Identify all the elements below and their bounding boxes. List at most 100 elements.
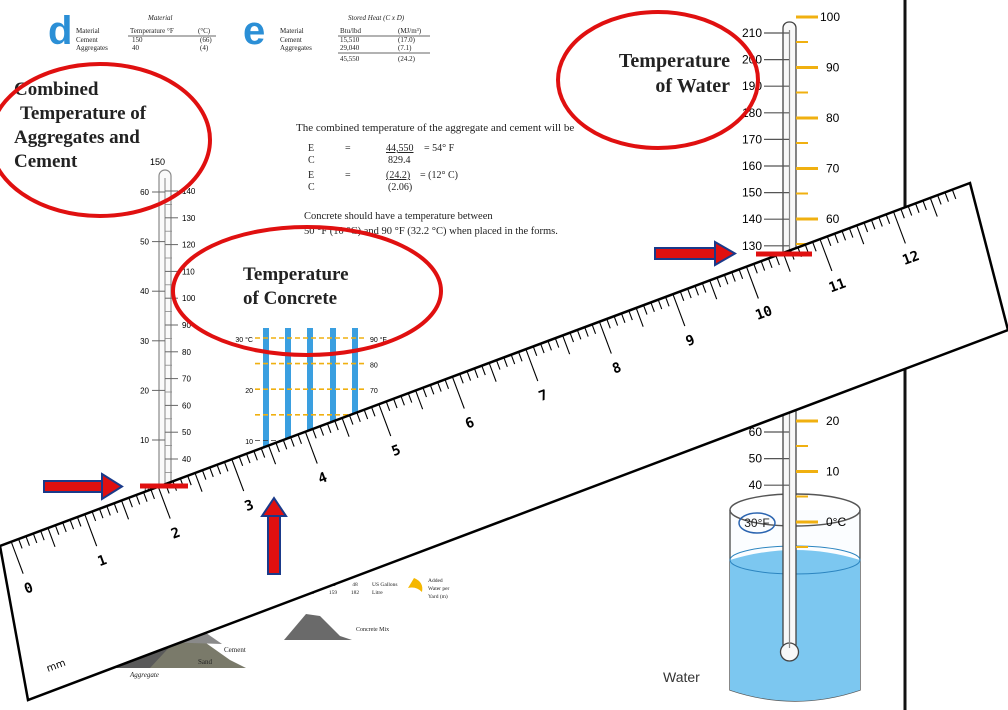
ruler-tick [473,368,479,379]
ruler-tick [878,216,883,227]
ruler-tick [290,437,295,447]
table-d: d Material Material Temperature °F (°C) … [48,9,216,53]
ruler-tick [223,461,229,472]
table-e-r1c1: Cement [280,36,302,44]
ruler-tick [944,192,949,202]
ruler-tick [650,302,655,312]
ruler-tick [753,263,758,274]
left-f-label: 50 [182,428,191,437]
left-f-label: 80 [182,348,191,357]
water-c-label: 100 [820,10,840,24]
arrow-combined-icon [43,472,124,501]
concrete-l-5: 182 [351,590,360,596]
legend-line-1: Added [428,578,443,584]
table-e-r3c3: (24.2) [398,55,416,63]
concrete-f-label: 80 [370,363,378,370]
ruler-tick [363,409,369,420]
ruler-tick [378,404,392,437]
ruler-tick [532,346,538,357]
water-c-label: 10 [826,465,840,479]
calculation-block: The combined temperature of the aggregat… [296,122,574,237]
calc-l1-c: 44,550 [386,143,414,154]
ruler-tick [606,318,611,329]
sand-label: Sand [198,658,213,666]
ruler-tick [870,219,876,230]
left-f-label: 110 [182,267,195,276]
ruler-tick [554,338,560,348]
concrete-highlight-circle [171,225,443,357]
calc-intro: The combined temperature of the aggregat… [296,122,574,134]
ruler-tick [451,376,465,409]
ruler-tick [892,211,906,244]
ruler-tick [216,464,222,475]
table-d-letter: d [48,9,72,53]
concrete-label-line-2: of Concrete [243,288,337,309]
ruler-tick [18,538,23,549]
calc-l3-c: (24.2) [386,170,410,181]
ruler-tick [488,362,497,382]
calc-l1-a: E [308,143,314,154]
left-f-label: 40 [182,455,191,464]
left-f-label: 130 [182,214,196,223]
water-beaker-label: Water [663,669,700,685]
ruler-tick [47,527,56,547]
ruler-tick [863,222,869,233]
table-e-col-2: Btu/lbd [340,27,362,35]
ruler-tick [128,497,133,508]
ruler-tick [709,280,718,300]
water-drop-icon [408,578,423,592]
ruler-tick [951,189,957,200]
table-e-header-top: Stored Heat (C x D) [348,14,405,22]
ruler-tick [760,260,766,271]
ruler-tick [429,384,435,395]
table-e-letter: e [243,9,265,53]
calc-note-1: Concrete should have a temperature betwe… [304,211,493,222]
left-f-label: 100 [182,294,196,303]
ruler-tick [187,475,192,486]
ruler-tick [635,307,644,327]
left-c-label: 30 [140,337,149,346]
ruler-tick [885,214,891,224]
ruler-tick [495,360,501,370]
ruler-tick [422,387,427,398]
ruler-body[interactable] [0,181,1008,702]
left-thermo-top-label: 150 [150,157,165,167]
ruler-tick [628,310,633,321]
ruler-tick [907,205,913,216]
calc-note-2: 50 °F (10 °C) and 90 °F (32.2 °C) when p… [304,226,558,237]
table-e-r1c2: 15,510 [340,36,360,44]
reading-markers [43,240,812,575]
table-d-r2c2: 40 [132,44,140,52]
ruler-tick [348,415,354,425]
table-d-r1c2: 150 [132,36,143,44]
ruler-tick [591,324,597,334]
ruler-tick [767,258,773,268]
arrow-water-icon [654,240,738,267]
water-f-label: 60 [749,425,763,439]
water-f-label: 40 [749,478,763,492]
ruler-tick [268,445,277,465]
table-e: e Stored Heat (C x D) Material Btu/lbd (… [243,9,430,63]
calc-l3-d: = (12° C) [420,170,458,181]
ruler-tick [415,390,424,410]
ruler-tick [312,428,317,439]
table-d-r1c1: Cement [76,36,98,44]
ruler-tick [518,351,523,362]
left-c-label: 50 [140,238,149,247]
water-f-label: 150 [742,186,762,200]
table-e-r2c2: 29,040 [340,44,360,52]
ruler-tick [209,467,214,478]
cement-label: Cement [224,646,246,654]
ruler-tick [569,332,575,343]
ruler-tick [856,225,865,245]
concrete-label-line-1: Temperature [243,264,349,285]
table-d-header-top: Material [147,14,173,22]
concrete-unit-litre: Litre [372,590,383,596]
ruler-tick [819,238,833,272]
ruler-tick [106,505,111,516]
combined-temperature-label: Combined Temperature of Aggregates and C… [14,79,147,172]
ruler-tick [10,541,24,574]
left-f-label: 140 [182,187,196,196]
